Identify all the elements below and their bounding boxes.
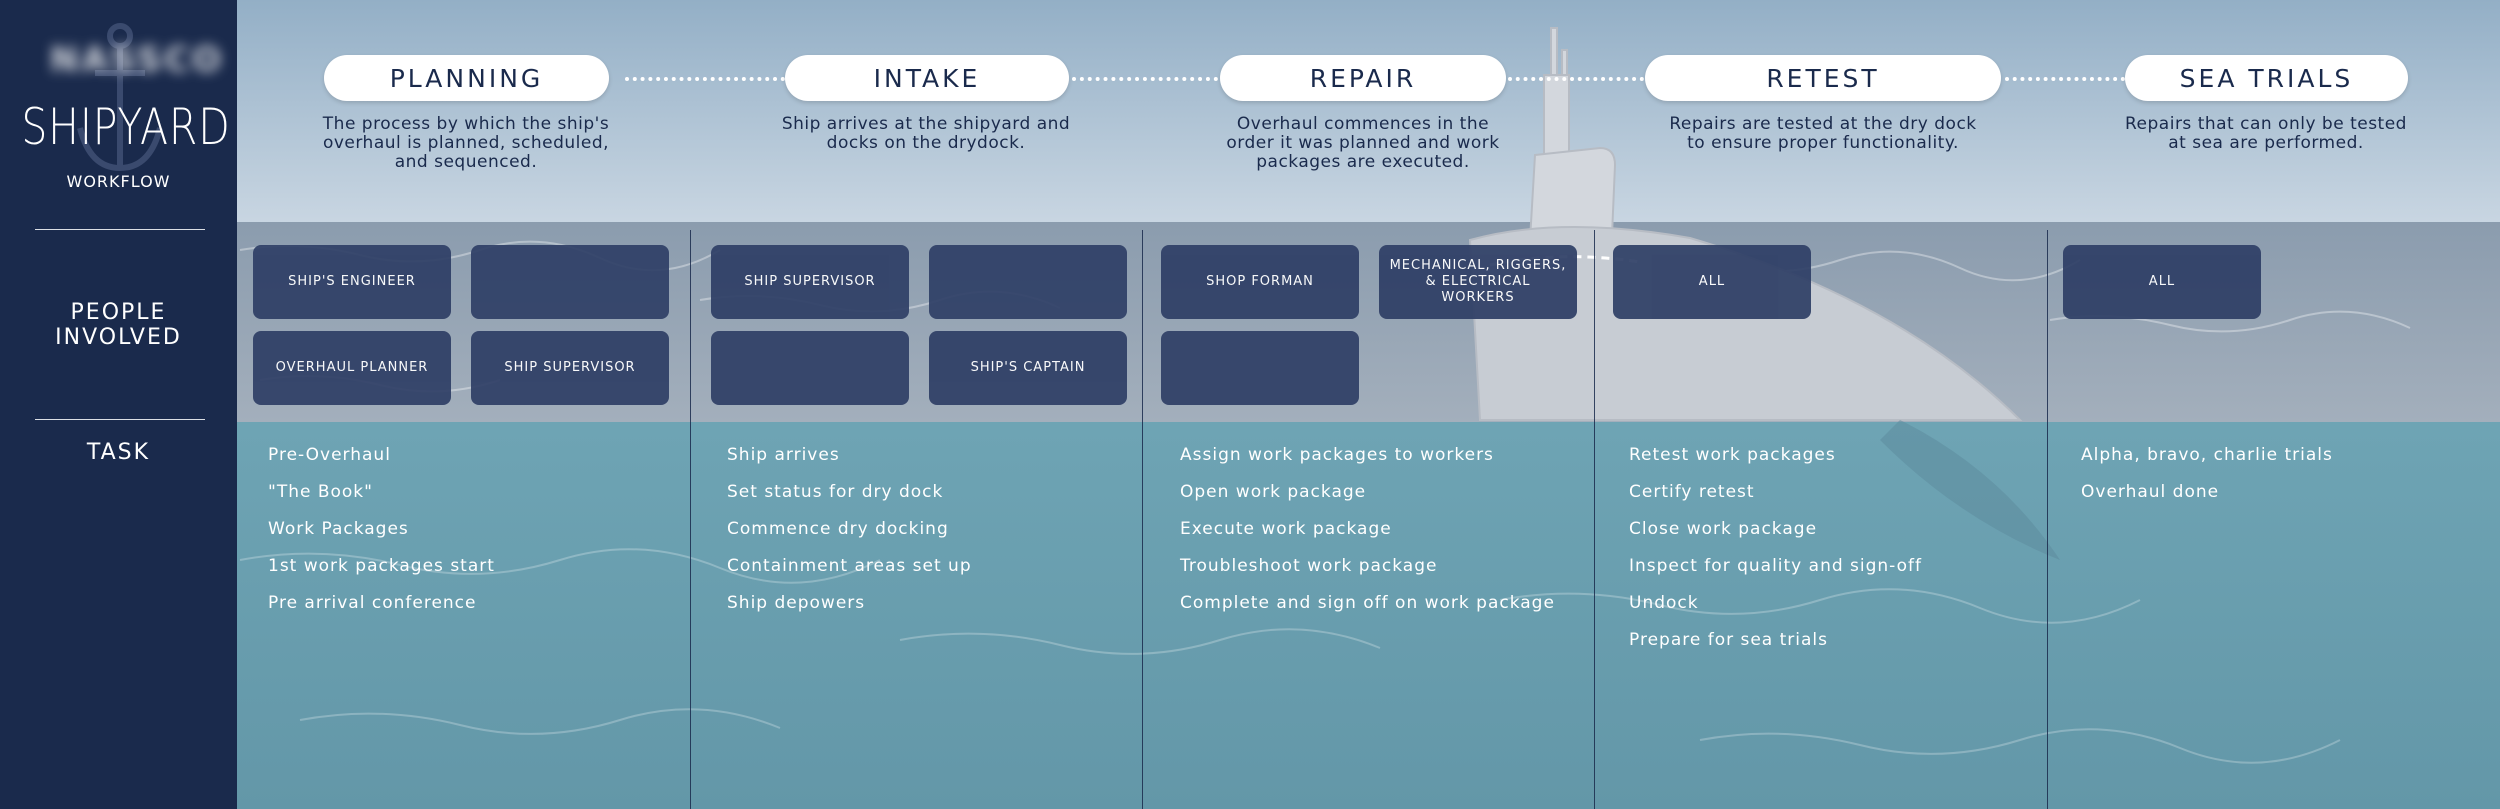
task-item: Certify retest [1629,482,1755,502]
brand-subtitle: WORKFLOW [66,172,171,191]
person-card: SHIP SUPERVISOR [711,245,909,319]
task-item: Retest work packages [1629,445,1836,465]
phase-repair: REPAIR [1220,55,1506,101]
person-card-redacted [1161,331,1359,405]
person-card: OVERHAUL PLANNER [253,331,451,405]
phase-description-repair: Overhaul commences in the order it was p… [1226,114,1500,172]
task-item: Open work package [1180,482,1367,502]
task-item: Troubleshoot work package [1180,556,1438,576]
task-item: Complete and sign off on work package [1180,593,1555,613]
divider [35,229,205,230]
row-label-people: PEOPLE INVOLVED [55,300,182,350]
row-label-task: TASK [86,440,151,465]
person-card-redacted [471,245,669,319]
phase-connector [1508,77,1644,81]
phase-description-intake: Ship arrives at the shipyard and docks o… [781,114,1071,153]
person-card: SHOP FORMAN [1161,245,1359,319]
person-card: SHIP SUPERVISOR [471,331,669,405]
person-card: SHIP'S CAPTAIN [929,331,1127,405]
task-item: Assign work packages to workers [1180,445,1494,465]
phase-retest: RETEST [1645,55,2001,101]
task-item: Ship depowers [727,593,866,613]
task-item: Prepare for sea trials [1629,630,1829,650]
column-divider [1594,230,1595,809]
task-item: "The Book" [268,482,373,502]
person-card-redacted [929,245,1127,319]
phase-intake: INTAKE [785,55,1069,101]
task-item: Alpha, bravo, charlie trials [2081,445,2333,465]
person-card: SHIP'S ENGINEER [253,245,451,319]
task-item: Ship arrives [727,445,840,465]
sidebar: NASSCO SHIPYARD WORKFLOW PEOPLE INVOLVED… [0,0,237,809]
phase-planning: PLANNING [324,55,609,101]
phase-connector [2005,77,2125,81]
brand-logo-blurred: NASSCO [50,40,225,80]
column-divider [690,230,691,809]
person-card: ALL [2063,245,2261,319]
phase-sea-trials: SEA TRIALS [2125,55,2408,101]
phase-description-planning: The process by which the ship's overhaul… [322,114,610,172]
task-item: Undock [1629,593,1699,613]
brand-title: SHIPYARD [21,98,231,156]
column-divider [1142,230,1143,809]
task-item: Pre-Overhaul [268,445,391,465]
person-card: ALL [1613,245,1811,319]
person-card-redacted [711,331,909,405]
task-item: Commence dry docking [727,519,949,539]
task-item: Pre arrival conference [268,593,477,613]
task-item: 1st work packages start [268,556,495,576]
phase-description-sea-trials: Repairs that can only be tested at sea a… [2125,114,2407,153]
phase-connector [625,77,785,81]
anchor-icon [77,23,163,172]
task-item: Overhaul done [2081,482,2220,502]
person-card: MECHANICAL, RIGGERS, & ELECTRICAL WORKER… [1379,245,1577,319]
task-item: Set status for dry dock [727,482,944,502]
task-item: Containment areas set up [727,556,972,576]
phase-connector [1072,77,1218,81]
task-item: Execute work package [1180,519,1392,539]
phase-description-retest: Repairs are tested at the dry dock to en… [1669,114,1977,153]
task-item: Inspect for quality and sign-off [1629,556,1923,576]
task-item: Work Packages [268,519,409,539]
task-item: Close work package [1629,519,1818,539]
column-divider [2047,230,2048,809]
divider [35,419,205,420]
